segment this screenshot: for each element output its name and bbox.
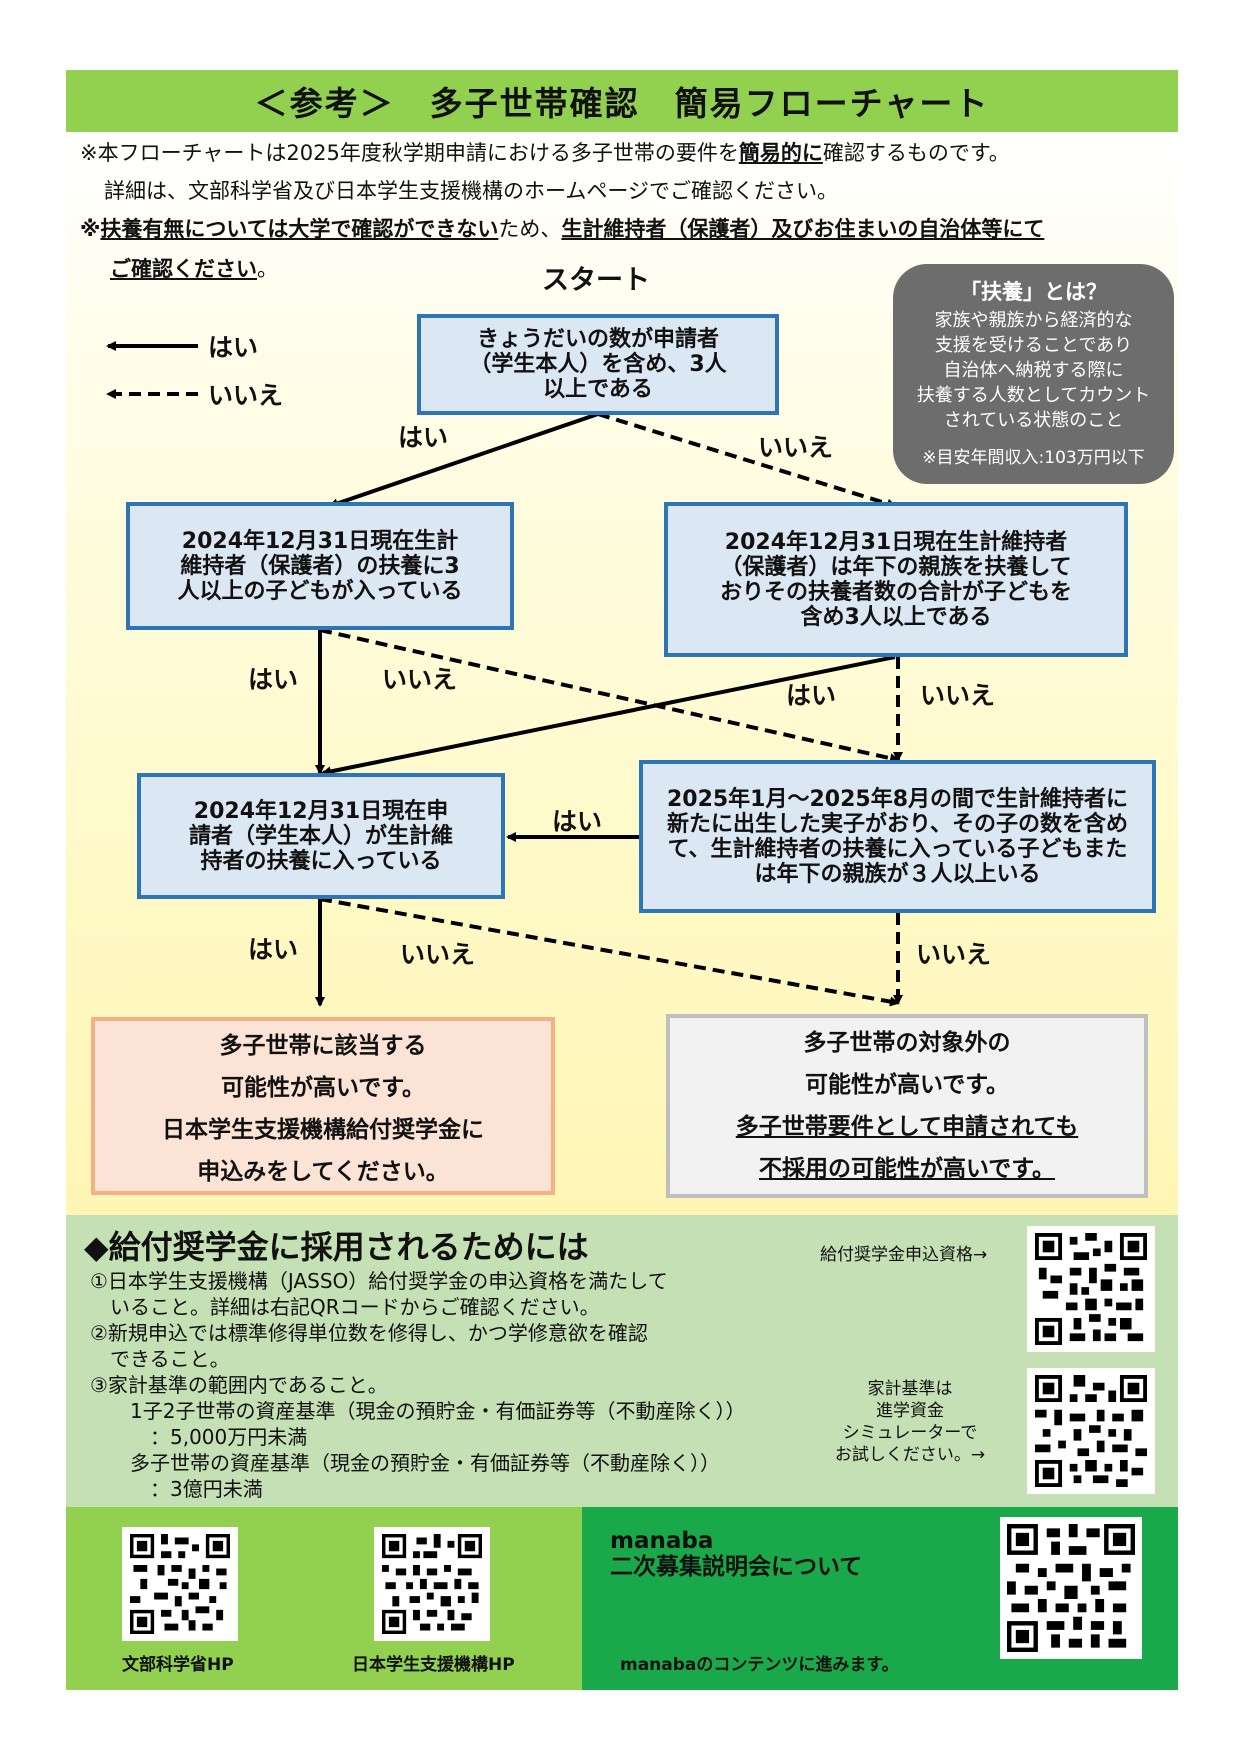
requirement-line: 多子世帯の資産基準（現金の預貯金・有価証券等（不動産除く）） [90, 1451, 720, 1475]
callout-text: されている状態のこと [943, 410, 1124, 431]
qr-code-icon [1035, 1375, 1147, 1487]
caption-text: お試しください。→ [834, 1445, 986, 1465]
note-emphasis: 扶養有無については大学で確認ができない [100, 217, 499, 241]
result-eligible: 多子世帯に該当する 可能性が高いです。 日本学生支援機構給付奨学金に 申込みをし… [91, 1017, 555, 1195]
label-q3-no: いいえ [920, 681, 996, 710]
manaba-title: manaba [610, 1528, 714, 1554]
label-q3-yes: はい [786, 681, 837, 710]
question-text: 2024年12月31日現在生計維持者（保護者）の扶養に3人以上の子どもが入ってい… [177, 528, 463, 604]
requirement-line: できること。 [90, 1347, 230, 1371]
callout-text: 支援を受けることであり [934, 335, 1133, 356]
result-not-eligible: 多子世帯の対象外の 可能性が高いです。 多子世帯要件として申請されても 不採用の… [666, 1014, 1148, 1198]
legend-no-label: いいえ [208, 381, 284, 410]
question-text: きょうだいの数が申請者（学生本人）を含め、3人以上である [469, 327, 727, 402]
requirement-line: いること。詳細は右記QRコードからご確認ください。 [90, 1295, 600, 1319]
requirement-line: ：3億円未満 [90, 1477, 263, 1501]
legend-yes-label: はい [208, 333, 259, 362]
callout-note: ※目安年間収入:103万円以下 [922, 448, 1145, 468]
result-text: 申込みをしてください。 [197, 1159, 449, 1185]
caption-text: 家計基準は [867, 1379, 953, 1399]
page-title-bar: ＜参考＞ 多子世帯確認 簡易フローチャート [66, 70, 1178, 132]
qr-code-icon [1035, 1233, 1147, 1345]
question-child-dependents: 2024年12月31日現在生計維持者（保護者）の扶養に3人以上の子どもが入ってい… [126, 502, 514, 630]
requirements-title: ◆給付奨学金に採用されるためには [84, 1228, 589, 1266]
question-relative-dependents: 2024年12月31日現在生計維持者（保護者）は年下の親族を扶養しておりその扶養… [664, 502, 1128, 657]
arrow-q3-yes [321, 655, 896, 777]
callout-title: 「扶養」とは？ [960, 280, 1107, 304]
dependent-definition-callout: 「扶養」とは？ 家族や親族から経済的な 支援を受けることであり 自治体へ納税する… [893, 264, 1174, 484]
flow-start-label: スタート [542, 265, 650, 296]
note-emphasis: 生計維持者（保護者）及びお住まいの自治体等にて [561, 217, 1045, 241]
qr-mext[interactable] [122, 1527, 238, 1641]
label-q4-yes: はい [248, 935, 299, 964]
label-q5-yes: はい [552, 807, 603, 836]
arrow-q1-yes [328, 412, 599, 509]
page-title: ＜参考＞ 多子世帯確認 簡易フローチャート [254, 84, 990, 123]
callout-text: 自治体へ納税する際に [943, 360, 1124, 381]
callout-text: 扶養する人数としてカウント [916, 385, 1151, 406]
requirement-line: ：5,000万円未満 [90, 1425, 308, 1449]
label-q1-yes: はい [398, 423, 449, 452]
note-text: ため、 [498, 217, 562, 241]
result-text: 可能性が高いです。 [220, 1075, 425, 1101]
result-warning: 多子世帯要件として申請されても [735, 1114, 1079, 1140]
requirement-line: ①日本学生支援機構（JASSO）給付奨学金の申込資格を満たして [90, 1269, 668, 1293]
manaba-heading[interactable]: manaba 二次募集説明会について [610, 1528, 862, 1580]
qr-eligibility-caption: 給付奨学金申込資格→ [820, 1245, 988, 1265]
label-q5-no: いいえ [916, 940, 992, 969]
question-text: 2024年12月31日現在生計維持者（保護者）は年下の親族を扶養しておりその扶養… [719, 529, 1072, 630]
result-text: 日本学生支援機構給付奨学金に [162, 1117, 484, 1143]
note-emphasis: ご確認ください [110, 257, 257, 281]
qr-manaba[interactable] [1000, 1517, 1142, 1659]
qr-simulator[interactable] [1027, 1368, 1155, 1494]
manaba-note: manabaのコンテンツに進みます。 [620, 1655, 899, 1675]
note-emphasis: 簡易的に [738, 141, 823, 165]
qr-eligibility[interactable] [1027, 1226, 1155, 1352]
qr-code-icon [1007, 1524, 1135, 1652]
qr-code-icon [382, 1534, 482, 1634]
result-text: 多子世帯に該当する [219, 1033, 427, 1059]
question-text: 2024年12月31日現在申請者（学生本人）が生計維持者の扶養に入っている [188, 798, 453, 874]
question-applicant-dependent: 2024年12月31日現在申請者（学生本人）が生計維持者の扶養に入っている [137, 773, 505, 899]
note-mark: ※ [80, 217, 101, 241]
result-text: 多子世帯の対象外の [803, 1030, 1011, 1056]
note-line-1: ※本フローチャートは2025年度秋学期申請における多子世帯の要件を簡易的に確認す… [80, 134, 1010, 172]
note-text: 。 [257, 257, 278, 281]
arrow-q4-no [319, 897, 900, 1007]
note-line-2: 詳細は、文部科学省及び日本学生支援機構のホームページでご確認ください。 [104, 179, 838, 203]
requirement-line: 1子2子世帯の資産基準（現金の預貯金・有価証券等（不動産除く）） [90, 1399, 746, 1423]
requirement-line: ②新規申込では標準修得単位数を修得し、かつ学修意欲を確認 [90, 1321, 648, 1345]
requirements-section [66, 1215, 1178, 1507]
note-line-4: ご確認ください。 [110, 250, 278, 288]
jasso-link-label[interactable]: 日本学生支援機構HP [352, 1655, 515, 1675]
note-line-3: ※扶養有無については大学で確認ができないため、生計維持者（保護者）及びお住まいの… [80, 210, 1044, 248]
label-q1-no: いいえ [758, 433, 834, 462]
requirement-line: ③家計基準の範囲内であること。 [90, 1373, 388, 1397]
result-warning: 不採用の可能性が高いです。 [758, 1156, 1055, 1182]
caption-text: シミュレーターで [842, 1423, 978, 1443]
caption-text: 進学資金 [876, 1401, 944, 1421]
manaba-subtitle: 二次募集説明会について [610, 1554, 863, 1580]
question-siblings: きょうだいの数が申請者（学生本人）を含め、3人以上である [417, 314, 779, 415]
question-text: 2025年1月～2025年8月の間で生計維持者に新たに出生した実子がおり、その子… [666, 786, 1129, 887]
arrow-q2-no [319, 628, 900, 764]
callout-text: 家族や親族から経済的な [934, 310, 1133, 331]
qr-simulator-caption: 家計基準は 進学資金 シミュレーターで お試しください。→ [820, 1378, 1000, 1466]
arrow-q1-no [597, 412, 897, 509]
note-text: ※本フローチャートは2025年度秋学期申請における多子世帯の要件を [80, 141, 739, 165]
mext-link-label[interactable]: 文部科学省HP [122, 1655, 234, 1675]
result-text: 可能性が高いです。 [804, 1072, 1009, 1098]
label-q4-no: いいえ [400, 940, 476, 969]
note-text: 確認するものです。 [822, 141, 1010, 165]
qr-code-icon [130, 1534, 230, 1634]
qr-jasso[interactable] [374, 1527, 490, 1641]
question-new-birth: 2025年1月～2025年8月の間で生計維持者に新たに出生した実子がおり、その子… [639, 760, 1156, 913]
label-q2-no: いいえ [382, 665, 458, 694]
label-q2-yes: はい [248, 665, 299, 694]
